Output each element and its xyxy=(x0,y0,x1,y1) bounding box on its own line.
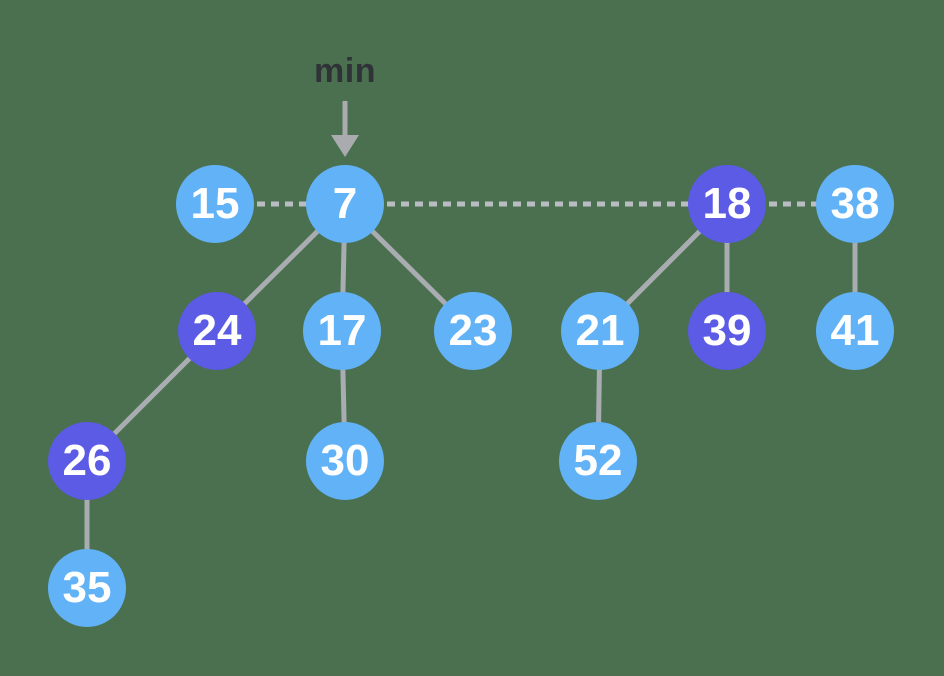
heap-node-24: 24 xyxy=(178,292,256,370)
heap-node-52: 52 xyxy=(559,422,637,500)
heap-node-18: 18 xyxy=(688,165,766,243)
node-value: 38 xyxy=(830,179,880,228)
node-value: 26 xyxy=(62,436,112,485)
node-value: 39 xyxy=(702,306,752,355)
node-value: 52 xyxy=(573,436,623,485)
node-value: 15 xyxy=(190,179,240,228)
heap-node-26: 26 xyxy=(48,422,126,500)
min-pointer-label: min xyxy=(314,52,376,90)
node-value: 21 xyxy=(575,306,625,355)
node-value: 41 xyxy=(830,306,880,355)
heap-node-21: 21 xyxy=(561,292,639,370)
heap-node-17: 17 xyxy=(303,292,381,370)
heap-node-7: 7 xyxy=(306,165,384,243)
node-value: 23 xyxy=(448,306,498,355)
heap-node-39: 39 xyxy=(688,292,766,370)
heap-node-41: 41 xyxy=(816,292,894,370)
heap-node-23: 23 xyxy=(434,292,512,370)
node-value: 7 xyxy=(332,179,358,228)
heap-node-15: 15 xyxy=(176,165,254,243)
node-value: 17 xyxy=(317,306,367,355)
heap-node-35: 35 xyxy=(48,549,126,627)
node-value: 24 xyxy=(192,306,242,355)
node-value: 30 xyxy=(320,436,370,485)
node-value: 18 xyxy=(702,179,752,228)
heap-node-30: 30 xyxy=(306,422,384,500)
down-arrow-icon xyxy=(331,101,359,157)
node-value: 35 xyxy=(62,563,112,612)
heap-node-38: 38 xyxy=(816,165,894,243)
